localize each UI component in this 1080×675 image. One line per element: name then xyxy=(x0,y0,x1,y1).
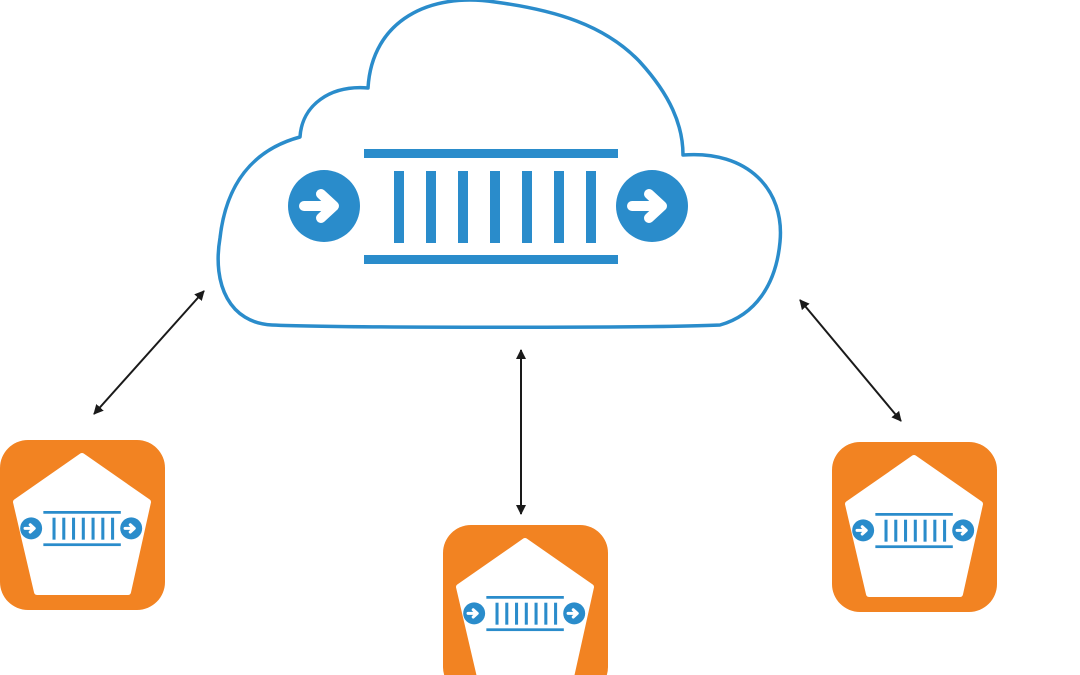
node-left xyxy=(0,440,165,610)
node-center-icon xyxy=(443,525,608,675)
cloud-outline xyxy=(216,0,783,329)
node-right xyxy=(832,442,997,612)
connection-cloud-left xyxy=(93,290,205,415)
node-center xyxy=(443,525,608,675)
node-right-icon xyxy=(832,442,997,612)
cloud xyxy=(216,0,783,329)
connection-cloud-right xyxy=(799,299,902,422)
node-left-icon xyxy=(0,440,165,610)
